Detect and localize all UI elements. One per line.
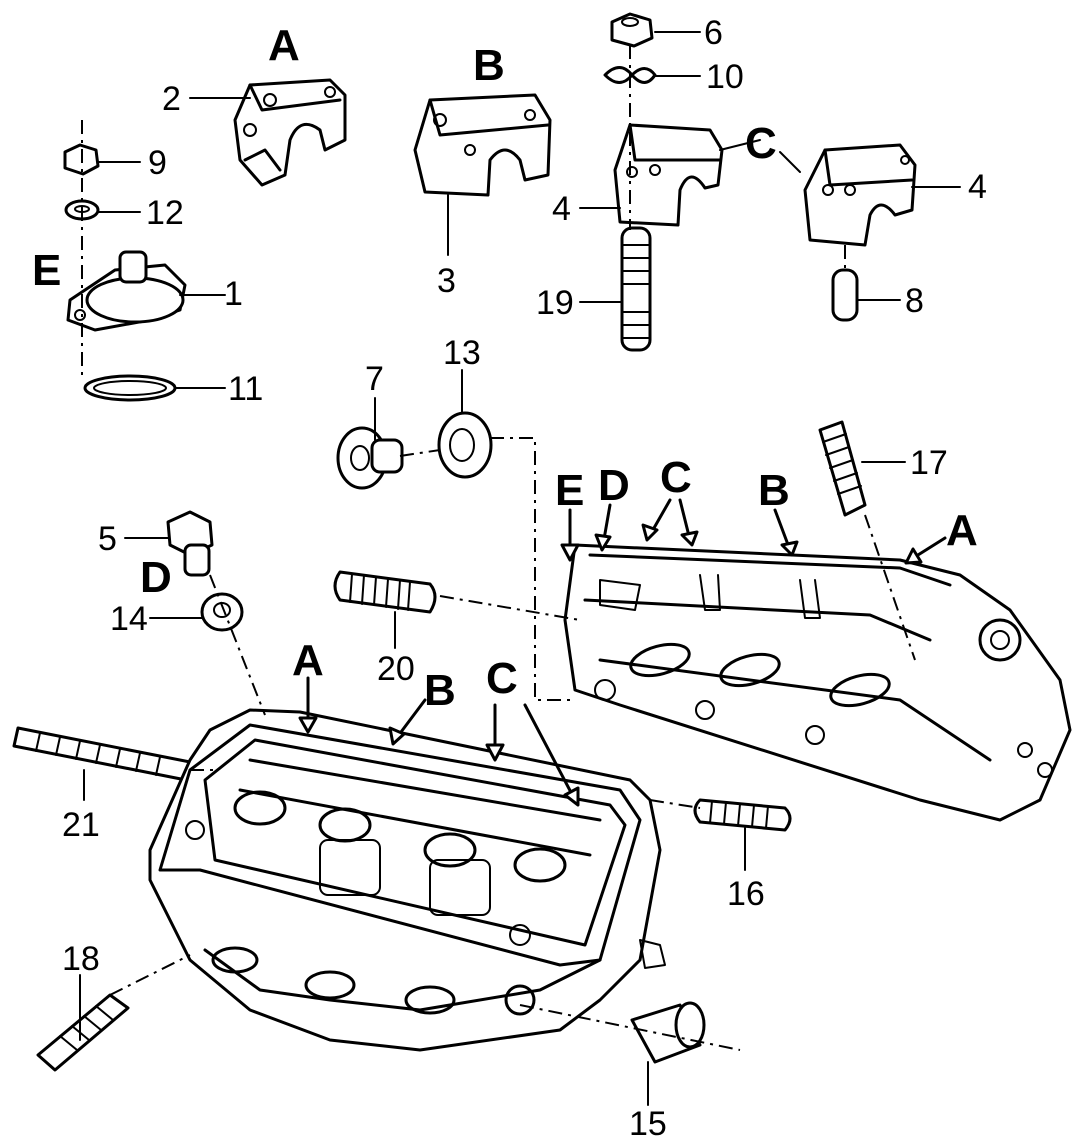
callout-5: 5 [98,520,117,558]
callout-7: 7 [365,360,384,398]
letter-c-rear-head: C [660,453,692,502]
letter-b-front-head: B [424,666,456,715]
letter-d-bolt: D [140,553,172,602]
letter-a-rear-head: A [946,506,978,555]
bearing-cap-b [413,93,552,197]
callout-13: 13 [443,334,481,372]
letter-a-top: A [268,21,300,70]
callout-17: 17 [910,444,948,482]
stud-17 [818,420,867,517]
seal-13 [437,411,493,479]
letter-b-top: B [473,41,505,90]
callout-11: 11 [228,370,263,408]
dowel-8 [831,268,859,322]
pointer-arrows [298,498,947,807]
letter-e-cover: E [32,246,61,295]
callout-1: 1 [224,275,243,313]
callout-12: 12 [146,194,184,232]
letter-a-front-head: A [292,636,324,685]
callout-6: 6 [704,14,723,52]
callout-4-right: 4 [968,168,987,206]
callout-19: 19 [536,284,574,322]
letter-d-rear-head: D [598,461,630,510]
cylinder-head-rear [563,543,1072,822]
letter-b-rear-head: B [758,466,790,515]
bearing-cap-c-left [613,123,724,227]
callout-8: 8 [905,282,924,320]
callout-20: 20 [377,650,415,688]
alignment-lines [81,45,916,1051]
callout-15: 15 [629,1105,667,1137]
letter-c-front-head: C [486,654,518,703]
plug-7 [336,426,404,490]
callout-2: 2 [162,80,181,118]
position-letters: A B C E D E D C B A A B C [32,21,978,715]
callout-10: 10 [706,58,744,96]
letter-e-rear-head: E [555,466,584,515]
callout-16: 16 [727,875,765,913]
callout-4-left: 4 [552,190,571,228]
washer-14 [200,592,244,632]
callout-14: 14 [110,600,148,638]
cover-1 [66,250,187,332]
letter-c-top: C [745,119,777,168]
bolt-5 [166,510,214,577]
stud-18 [36,993,130,1072]
stud-16 [693,798,792,832]
o-ring-11 [83,374,177,402]
stud-20 [333,570,437,614]
leader-lines [79,31,961,1106]
stud-21 [12,726,192,782]
callout-18: 18 [62,940,100,978]
nut-6 [610,12,654,48]
callout-9: 9 [148,144,167,182]
stud-19 [620,226,652,352]
callout-21: 21 [62,806,100,844]
sleeve-15 [630,1001,706,1064]
callout-3: 3 [437,262,456,300]
cylinder-head-front [148,708,666,1052]
bearing-cap-c-right [803,143,917,247]
bearing-cap-a [233,78,347,187]
callout-labels: 1 2 3 4 4 5 6 7 8 9 10 11 12 13 14 15 16… [62,14,987,1137]
